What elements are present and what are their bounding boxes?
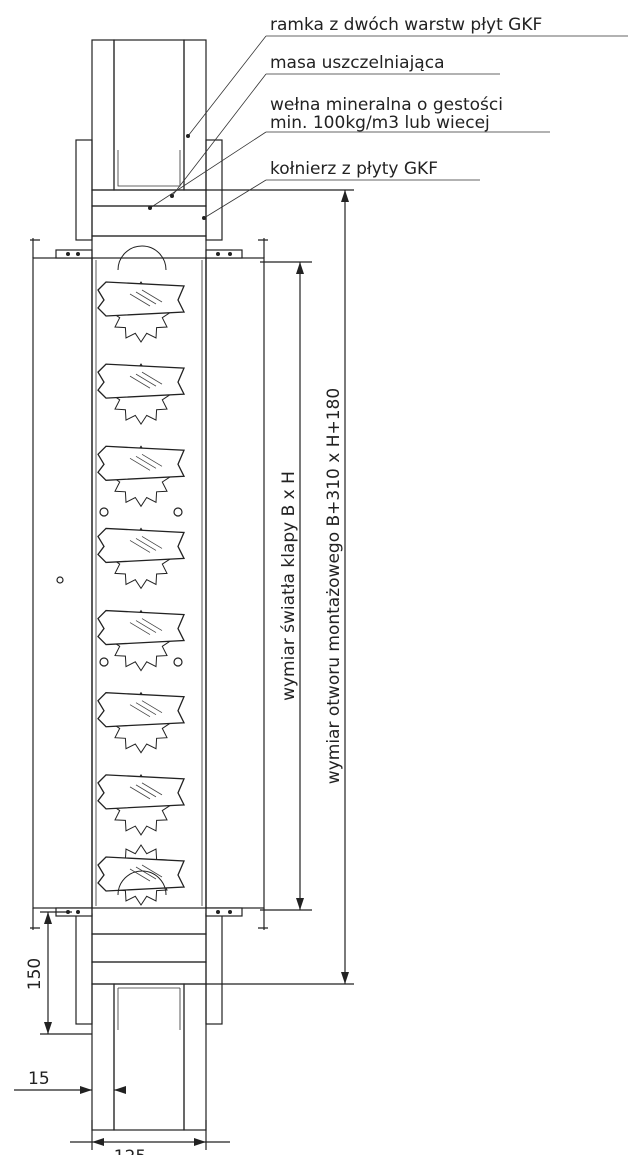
casing-bolt [56, 576, 64, 584]
blade-hatch [129, 864, 163, 882]
damper-casing [30, 235, 268, 935]
label-wool-line2: min. 100kg/m3 lub wiecej [270, 113, 490, 133]
blade-hatch [129, 700, 163, 718]
blade [97, 692, 186, 728]
blade [97, 445, 186, 481]
label-frame: ramka z dwóch warstw płyt GKF [270, 15, 542, 35]
label-wool-line1: wełna mineralna o gestości [270, 95, 503, 115]
blade [97, 609, 186, 646]
wall-bottom [75, 913, 223, 1131]
dim-15: 15 [28, 1069, 50, 1089]
damper-blades [97, 245, 186, 906]
label-collar: kołnierz z płyty GKF [270, 159, 438, 179]
dim-150: 150 [25, 958, 45, 990]
end-cap [117, 245, 167, 271]
blade-hatch [129, 536, 163, 553]
blade [97, 363, 186, 399]
blade [97, 856, 186, 892]
dim-clear-opening: wymiar światła klapy B x H [279, 471, 299, 701]
blade-hatch [129, 289, 163, 307]
blade-hatch [129, 782, 163, 800]
leader-lines [148, 35, 628, 220]
dimension-lines [14, 189, 354, 1150]
blade [97, 527, 186, 564]
dim-mounting-opening: wymiar otworu montażowego B+310 x H+180 [324, 388, 344, 784]
blade-hatch [129, 453, 163, 471]
blade [97, 774, 186, 810]
end-cap [117, 870, 167, 896]
dim-125: 125 [114, 1147, 146, 1155]
blade-hatch [129, 618, 163, 635]
blade-hatch [129, 371, 163, 389]
blade [97, 281, 186, 317]
label-sealant: masa uszczelniająca [270, 53, 444, 73]
wall-top [75, 39, 223, 241]
